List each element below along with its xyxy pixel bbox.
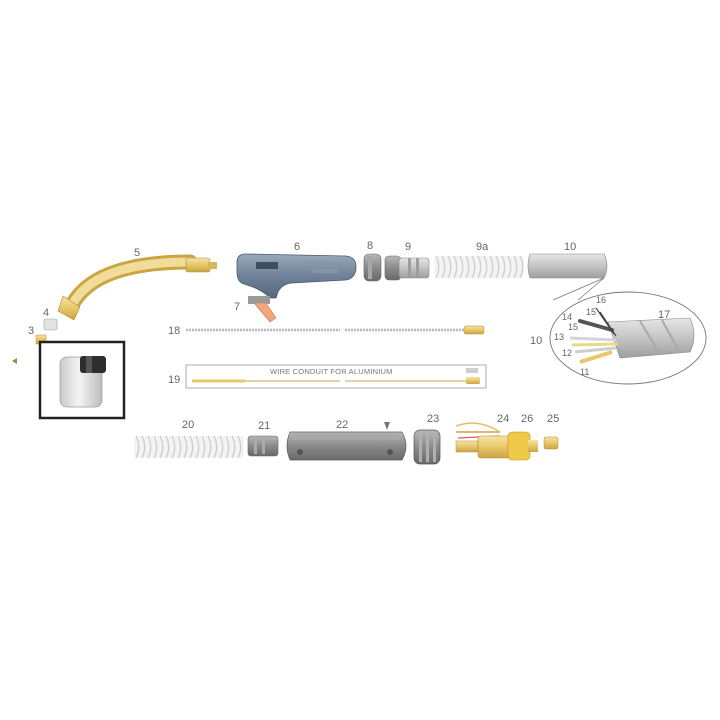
label-18: 18 (168, 325, 180, 337)
rear-support-spring-part[interactable] (134, 435, 244, 459)
spring-coil (501, 255, 506, 279)
spring-coil (231, 435, 236, 459)
swan-neck-part[interactable] (57, 254, 217, 321)
label-8: 8 (367, 240, 373, 252)
connector-pin-part[interactable] (543, 436, 559, 450)
spring-coil (219, 435, 224, 459)
spring-coil (183, 435, 188, 459)
label-9a: 9a (476, 241, 489, 253)
spring-coil (207, 435, 212, 459)
label-4: 4 (43, 307, 49, 319)
label-24: 24 (497, 413, 509, 425)
rear-handle-shell-part[interactable] (286, 422, 407, 461)
spring-coil (159, 435, 164, 459)
cable-detail-callout (549, 277, 707, 385)
label-5: 5 (134, 247, 140, 259)
label-12: 12 (562, 348, 572, 358)
highlighted-gas-nozzle-frame[interactable] (38, 340, 126, 420)
trigger-part[interactable] (248, 296, 277, 323)
spring-coil (453, 255, 458, 279)
label-15-top: 15 (586, 307, 596, 317)
label-20: 20 (182, 419, 194, 431)
label-15-mid: 15 (568, 322, 578, 332)
cable-gland-part[interactable] (247, 435, 279, 457)
label-22: 22 (336, 419, 348, 431)
spring-coil (141, 435, 146, 459)
label-9: 9 (405, 241, 411, 253)
label-6: 6 (294, 241, 300, 253)
label-13: 13 (554, 332, 564, 342)
wire-conduit-caption: WIRE CONDUIT FOR ALUMINIUM (270, 367, 393, 376)
spring-coil (435, 255, 440, 279)
ball-joint-part[interactable] (384, 255, 430, 281)
cable-support-spring-part[interactable] (434, 255, 524, 279)
label-23: 23 (427, 413, 439, 425)
spring-coil (195, 435, 200, 459)
tip-holder-part[interactable] (43, 318, 58, 331)
label-10-detail: 10 (530, 335, 542, 347)
label-16: 16 (596, 295, 606, 305)
small-arrow-icon (12, 358, 17, 364)
label-21: 21 (258, 420, 270, 432)
label-19: 19 (168, 374, 180, 386)
spring-coil (519, 255, 524, 279)
spring-coil (459, 255, 464, 279)
spring-coil (165, 435, 170, 459)
label-3: 3 (28, 325, 34, 337)
spring-coil (147, 435, 152, 459)
spring-coil (507, 255, 512, 279)
spring-coil (171, 435, 176, 459)
central-connector-part[interactable] (455, 422, 538, 461)
spring-coil (177, 435, 182, 459)
spring-coil (213, 435, 218, 459)
aluminium-wire-conduit-part[interactable] (185, 364, 487, 389)
spring-coil (447, 255, 452, 279)
wire-liner-part[interactable] (186, 325, 485, 335)
label-17: 17 (658, 309, 670, 321)
cable-assembly-part[interactable] (527, 253, 608, 279)
spring-coil (483, 255, 488, 279)
spring-coil (513, 255, 518, 279)
spring-coil (201, 435, 206, 459)
spring-coil (441, 255, 446, 279)
spring-coil (471, 255, 476, 279)
spring-coil (225, 435, 230, 459)
handle-part[interactable] (236, 253, 357, 299)
spring-coil (465, 255, 470, 279)
label-14: 14 (562, 312, 572, 322)
spring-coil (237, 435, 242, 459)
label-7: 7 (234, 301, 240, 313)
label-10: 10 (564, 241, 576, 253)
connector-nut-part[interactable] (413, 429, 441, 465)
spring-coil (495, 255, 500, 279)
spring-coil (153, 435, 158, 459)
spring-coil (135, 435, 140, 459)
spring-coil (477, 255, 482, 279)
label-11: 11 (580, 367, 589, 377)
label-25: 25 (547, 413, 559, 425)
spring-coil (189, 435, 194, 459)
label-26: 26 (521, 413, 533, 425)
spring-coil (489, 255, 494, 279)
locking-ring-part[interactable] (363, 253, 382, 282)
